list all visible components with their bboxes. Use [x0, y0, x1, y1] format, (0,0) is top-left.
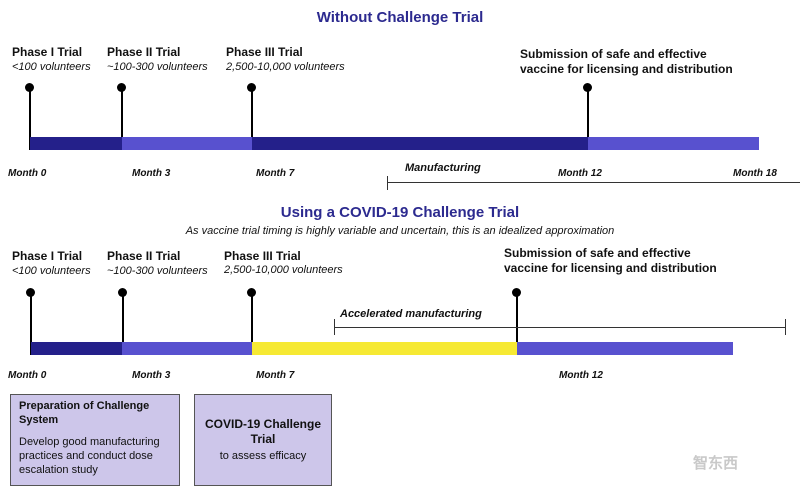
bottom-subtitle: As vaccine trial timing is highly variab… — [185, 225, 615, 237]
bottom-phase3-stem — [251, 293, 253, 355]
bottom-manufacturing-line — [334, 327, 786, 328]
top-month-3: Month 3 — [132, 168, 171, 179]
bottom-phase1-label: Phase I Trial — [12, 249, 83, 263]
prep-box-body-line1: Develop good manufacturing — [19, 436, 160, 448]
top-month-0: Month 0 — [8, 168, 47, 179]
top-month-12: Month 12 — [558, 168, 602, 179]
bottom-manufacturing-label: Accelerated manufacturing — [340, 308, 482, 320]
top-phase1-marker — [25, 83, 34, 92]
prep-challenge-box: Preparation of Challenge System Develop … — [10, 394, 180, 486]
prep-box-body-line3: escalation study — [19, 464, 98, 476]
bottom-month-3: Month 3 — [132, 370, 171, 381]
prep-box-title-line1: Preparation of Challenge — [19, 400, 150, 412]
top-phase3-stem — [251, 88, 253, 150]
bottom-phase1-stem — [30, 293, 32, 355]
top-bar-phase3 — [252, 137, 588, 150]
bottom-phase2-marker — [118, 288, 127, 297]
top-submission-line1: Submission of safe and effective — [520, 47, 707, 61]
challenge-box-title-line1: COVID-19 Challenge — [204, 417, 322, 431]
bottom-bar-phase3 — [252, 342, 517, 355]
bottom-bar-phase1 — [31, 342, 122, 355]
prep-box-body-line2: practices and conduct dose — [19, 450, 153, 462]
challenge-box-title-line2: Trial — [250, 432, 276, 446]
bottom-phase3-sub: 2,500-10,000 volunteers — [224, 264, 343, 276]
bottom-phase2-label: Phase II Trial — [107, 249, 181, 263]
top-phase1-label: Phase I Trial — [12, 45, 83, 59]
bottom-month-7: Month 7 — [256, 370, 295, 381]
top-month-7: Month 7 — [256, 168, 295, 179]
top-manufacturing-line — [387, 182, 800, 183]
bottom-phase3-marker — [247, 288, 256, 297]
bottom-bar-phase2 — [122, 342, 252, 355]
top-submission-marker — [583, 83, 592, 92]
bottom-phase2-stem — [122, 293, 124, 355]
top-phase3-label: Phase III Trial — [226, 45, 303, 59]
top-phase2-stem — [121, 88, 123, 150]
top-title: Without Challenge Trial — [316, 9, 484, 26]
top-manufacturing-start-tick — [387, 176, 388, 190]
top-manufacturing-label: Manufacturing — [405, 162, 481, 174]
top-month-18: Month 18 — [733, 168, 777, 179]
bottom-phase3-label: Phase III Trial — [224, 249, 301, 263]
challenge-box-body-line1: to assess efficacy — [219, 450, 307, 462]
top-phase1-stem — [29, 88, 31, 150]
bottom-month-12: Month 12 — [559, 370, 603, 381]
top-phase3-sub: 2,500-10,000 volunteers — [226, 61, 345, 73]
top-bar-phase2 — [122, 137, 252, 150]
bottom-submission-marker — [512, 288, 521, 297]
top-phase3-marker — [247, 83, 256, 92]
top-phase2-label: Phase II Trial — [107, 45, 181, 59]
bottom-phase2-sub: ~100-300 volunteers — [107, 265, 208, 277]
bottom-manufacturing-end-tick — [785, 319, 786, 335]
bottom-bar-post-submission — [517, 342, 733, 355]
top-bar-post-submission — [588, 137, 759, 150]
bottom-submission-stem — [516, 293, 518, 355]
prep-box-title-line2: System — [19, 414, 59, 426]
bottom-month-0: Month 0 — [8, 370, 47, 381]
top-phase2-sub: ~100-300 volunteers — [107, 61, 208, 73]
top-phase2-marker — [117, 83, 126, 92]
bottom-phase1-marker — [26, 288, 35, 297]
top-submission-line2: vaccine for licensing and distribution — [520, 62, 733, 76]
top-bar-phase1 — [30, 137, 122, 150]
bottom-title: Using a COVID-19 Challenge Trial — [280, 204, 520, 221]
challenge-trial-box: COVID-19 Challenge Trial to assess effic… — [194, 394, 332, 486]
bottom-submission-line1: Submission of safe and effective — [504, 246, 691, 260]
top-phase1-sub: <100 volunteers — [12, 61, 91, 73]
watermark-logo: 智东西 — [693, 455, 739, 472]
top-submission-stem — [587, 88, 589, 150]
bottom-phase1-sub: <100 volunteers — [12, 265, 91, 277]
bottom-submission-line2: vaccine for licensing and distribution — [504, 261, 717, 275]
